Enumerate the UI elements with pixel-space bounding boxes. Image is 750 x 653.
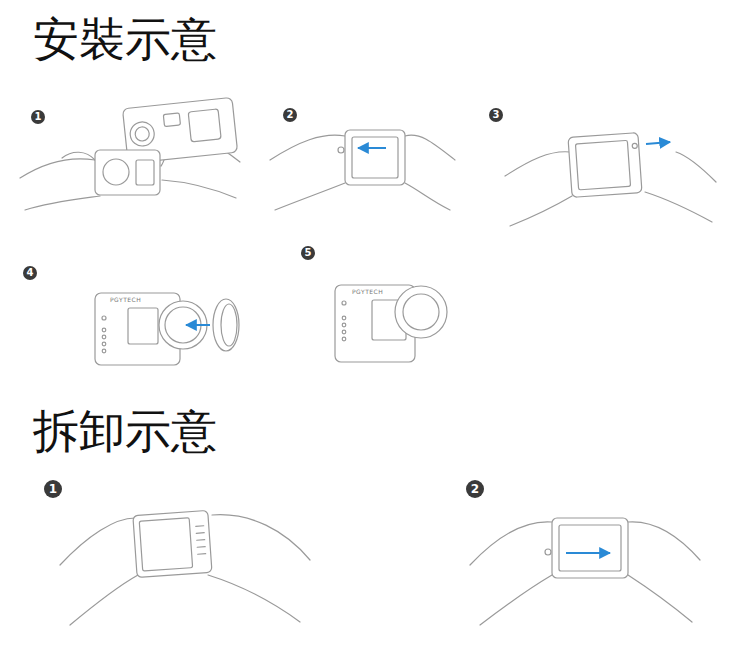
camera-removal1 — [133, 510, 212, 577]
hands-step3 — [676, 152, 716, 182]
hands-removal2 — [470, 522, 552, 565]
hands-step1 — [25, 196, 100, 210]
lens-cap-step4 — [213, 299, 239, 351]
hands-step3 — [645, 192, 712, 222]
hands-step1 — [20, 159, 95, 178]
hands-removal2 — [628, 575, 692, 622]
callout-number: 2 — [466, 480, 484, 498]
callout-number: 1 — [44, 480, 62, 498]
section-heading: 拆卸示意 — [33, 408, 217, 454]
hands-step1 — [62, 152, 95, 160]
screen-module-step3 — [568, 133, 642, 198]
hands-step3 — [505, 152, 570, 176]
hands-removal1 — [212, 515, 310, 560]
frame-step1 — [95, 150, 160, 195]
direction-arrow — [566, 552, 610, 554]
callout-number: 3 — [489, 108, 503, 122]
camera-step5 — [342, 323, 346, 327]
camera-step4 — [95, 293, 207, 365]
hands-removal2 — [480, 575, 552, 625]
hands-step2 — [405, 183, 450, 210]
camera-step5 — [342, 316, 346, 320]
frame-step1 — [103, 159, 129, 185]
screen-module-step2 — [338, 130, 405, 185]
camera-removal2 — [552, 518, 628, 578]
camera-body-step1 — [163, 113, 180, 127]
callout-number: 1 — [31, 110, 45, 124]
camera-step5 — [395, 286, 447, 338]
screen-module-step2 — [338, 147, 344, 153]
camera-removal1 — [133, 510, 212, 577]
callout-number: 2 — [283, 108, 297, 122]
camera-removal2 — [545, 518, 628, 578]
camera-step5 — [335, 285, 447, 362]
frame-step1 — [95, 150, 160, 195]
camera-step4 — [102, 349, 106, 353]
camera-step4 — [102, 342, 106, 346]
frame-step1 — [136, 160, 154, 185]
hands-step3 — [510, 196, 572, 226]
screen-module-step3 — [632, 143, 637, 148]
camera-body-step1 — [129, 121, 155, 147]
hands-removal2 — [628, 522, 700, 560]
callout-number: 5 — [301, 246, 315, 260]
camera-step4 — [102, 335, 106, 339]
camera-step5 — [342, 337, 346, 341]
direction-arrow — [186, 324, 210, 326]
direction-arrow — [186, 142, 670, 553]
camera-removal2 — [559, 525, 621, 571]
camera-step5 — [403, 294, 439, 330]
screen-module-step3 — [575, 140, 630, 190]
camera-removal2 — [545, 549, 551, 555]
hands-step2 — [270, 135, 345, 160]
brand-text: PGYTECH — [110, 297, 141, 303]
hands-step2 — [405, 135, 455, 160]
direction-arrow — [358, 147, 386, 149]
camera-step5 — [342, 330, 346, 334]
brand-text: PGYTECH — [352, 289, 383, 295]
camera-body-step1 — [188, 109, 221, 142]
camera-step5 — [342, 301, 346, 305]
direction-arrow — [646, 142, 670, 144]
camera-body-step1 — [135, 126, 150, 141]
lens-cap-step4 — [221, 304, 237, 346]
camera-step4 — [102, 328, 106, 332]
screen-module-step2 — [352, 137, 398, 178]
screen-module-step3 — [568, 133, 642, 198]
callout-number: 4 — [23, 266, 37, 280]
camera-step4 — [102, 316, 106, 320]
section-heading: 安裝示意 — [33, 16, 217, 62]
hands-removal1 — [70, 575, 138, 625]
hands-removal1 — [60, 518, 135, 565]
hands-removal1 — [208, 575, 300, 622]
hands-step2 — [275, 183, 345, 210]
camera-step4 — [128, 308, 158, 344]
camera-removal1 — [196, 526, 206, 554]
hands-step1 — [162, 180, 236, 198]
camera-removal1 — [139, 518, 192, 571]
lens-cap-step4 — [213, 299, 239, 351]
screen-module-step2 — [345, 130, 405, 185]
